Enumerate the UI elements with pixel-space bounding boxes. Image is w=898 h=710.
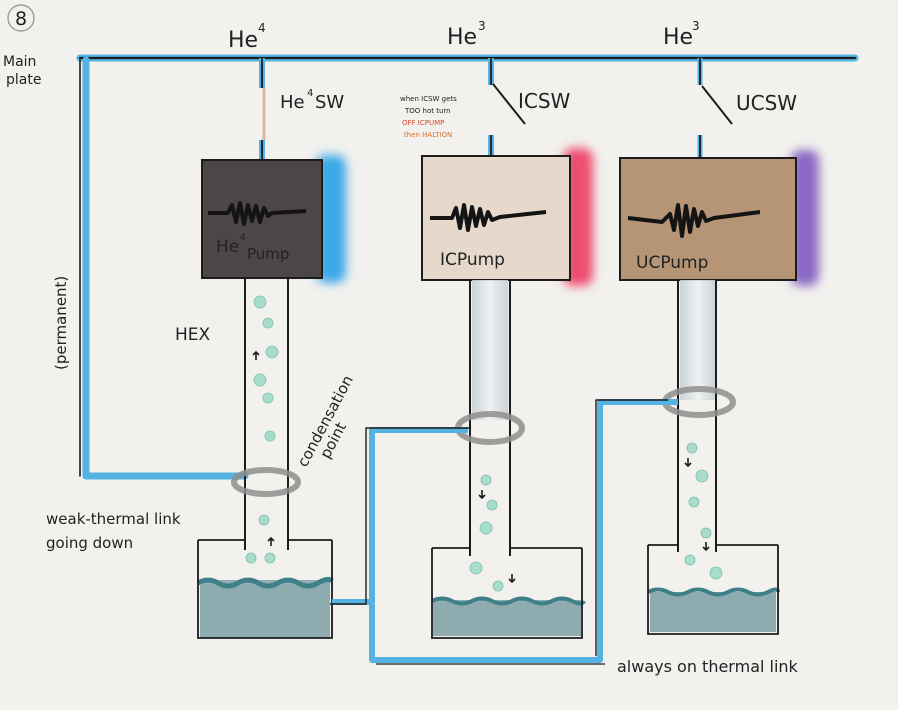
uc-tube <box>677 280 717 552</box>
svg-text:He: He <box>663 25 693 50</box>
he4-switch <box>259 58 266 160</box>
ic-flow-arrows <box>478 490 516 584</box>
he4-condensation-ring <box>231 467 301 497</box>
uc-flow-arrows <box>684 458 710 552</box>
svg-text:4: 4 <box>240 233 246 243</box>
svg-text:He: He <box>447 25 477 50</box>
main-plate-label: Main plate <box>3 54 41 88</box>
he4-pot <box>196 539 334 639</box>
he4-droplets <box>245 295 279 564</box>
svg-text:3: 3 <box>478 19 486 33</box>
svg-text:He: He <box>280 92 305 113</box>
svg-text:He: He <box>228 28 258 53</box>
main-plate-thermal-link <box>76 54 859 480</box>
condensation-point-label: condensation point <box>294 368 374 477</box>
ic-heater-coil <box>430 203 547 232</box>
he4-heater-glow <box>316 155 346 283</box>
svg-text:Pump: Pump <box>247 245 289 263</box>
permanent-label: (permanent) <box>52 276 70 370</box>
line-label-he3-uc: He 3 <box>663 19 700 50</box>
ic-pot <box>431 547 586 639</box>
uc-heater-coil <box>627 203 761 238</box>
he4-flow-arrows <box>252 350 275 546</box>
always-on-thermal-link-label: always on thermal link <box>617 657 799 676</box>
always-on-thermal-link <box>330 399 678 665</box>
page-number: 8 <box>7 4 35 32</box>
svg-text:4: 4 <box>258 21 266 35</box>
svg-text:8: 8 <box>15 8 27 30</box>
uc-switch-label: UCSW <box>736 91 797 115</box>
svg-text:4: 4 <box>307 88 313 99</box>
ic-switch-label: ICSW <box>518 89 571 113</box>
uc-droplets <box>684 442 723 580</box>
he4-pump-label: He 4 Pump <box>216 233 289 263</box>
line-label-he4: He 4 <box>228 21 266 53</box>
ic-pump-label: ICPump <box>440 250 505 270</box>
svg-text:SW: SW <box>315 92 344 113</box>
ic-droplets <box>469 474 504 592</box>
he4-switch-label: He 4 SW <box>280 88 344 113</box>
svg-text:3: 3 <box>692 19 700 33</box>
he4-heater-coil <box>208 201 307 226</box>
uc-switch <box>697 58 733 160</box>
he4-hex-tube <box>244 278 289 550</box>
uc-pot <box>647 544 780 635</box>
uc-pump-label: UCPump <box>636 253 708 273</box>
svg-text:He: He <box>216 237 239 257</box>
uc-heater-glow <box>791 150 819 286</box>
weak-thermal-link-label: weak-thermal link going down <box>46 510 185 552</box>
hex-label: HEX <box>175 325 211 345</box>
line-label-he3-ic: He 3 <box>447 19 486 50</box>
ic-switch-note: when ICSW gets TOO hot turn OFF ICPUMP t… <box>400 95 459 139</box>
